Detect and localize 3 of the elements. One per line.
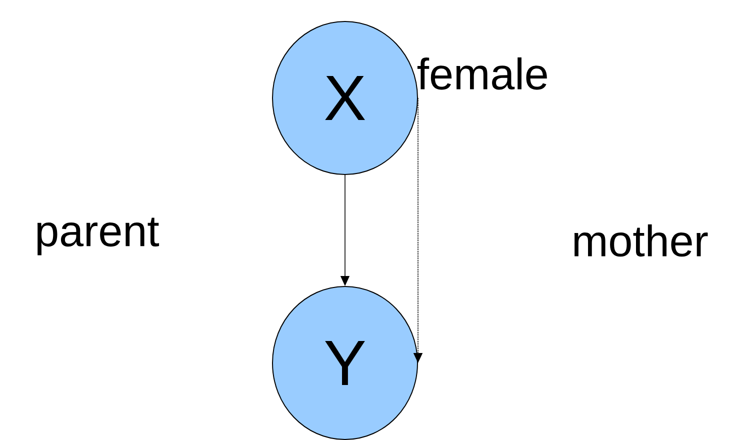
edge-label: parent <box>37 218 160 256</box>
node-caption: female <box>417 57 547 90</box>
edge-label: mother <box>574 224 708 257</box>
